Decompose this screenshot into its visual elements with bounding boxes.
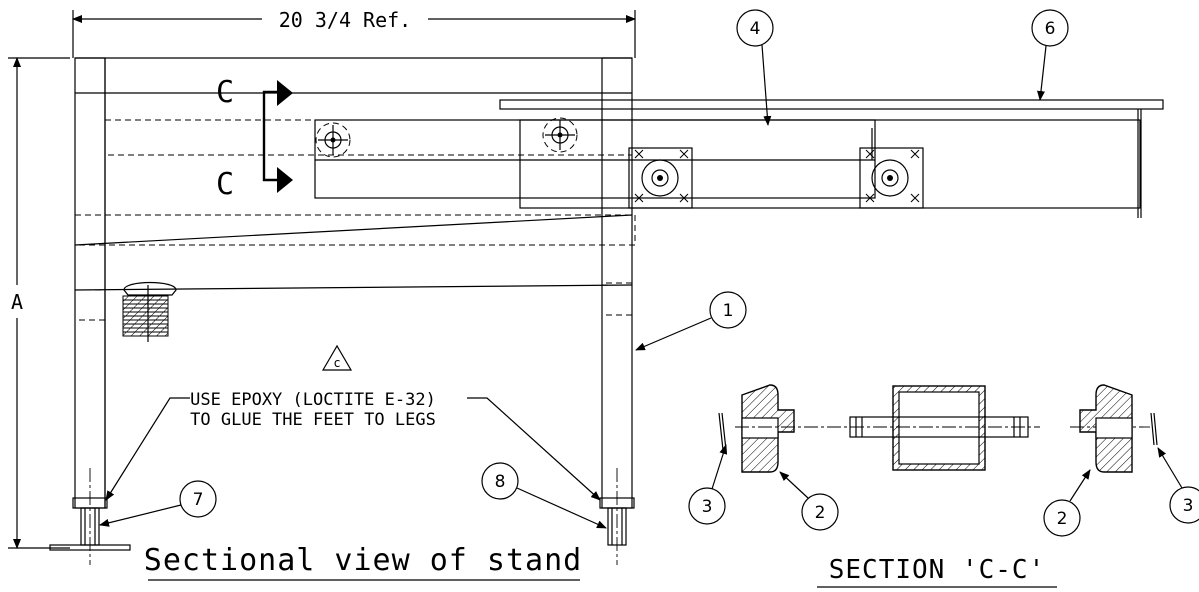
section-cut-marker: C C [216,75,293,202]
svg-text:2: 2 [815,503,826,523]
svg-text:4: 4 [750,19,761,39]
title-sectional-view: Sectional view of stand [144,543,582,581]
note-line-1: USE EPOXY (LOCTITE E-32) [190,390,436,410]
width-dimension-label: 20 3/4 Ref. [279,8,411,32]
section-letter-top: C [216,75,234,110]
balloon-2-right: 2 [1043,469,1091,537]
section-view [718,384,1158,473]
foot-left [49,468,131,565]
svg-text:2: 2 [1057,509,1068,529]
balloon-1: 1 [635,291,747,351]
note-line-2: TO GLUE THE FEET TO LEGS [190,410,436,430]
foot-right [607,468,627,565]
svg-text:6: 6 [1045,19,1056,39]
balloon-3-right: 3 [1157,447,1199,524]
width-dimension: 20 3/4 Ref. [72,8,636,58]
svg-text:8: 8 [495,472,506,492]
section-letter-bottom: C [216,167,234,202]
epoxy-note: c USE EPOXY (LOCTITE E-32) TO GLUE THE F… [105,344,601,501]
balloon-2-left: 2 [779,471,839,531]
title-section: SECTION 'C-C' [817,555,1057,588]
svg-text:3: 3 [1183,496,1194,516]
sectional-view-title: Sectional view of stand [144,543,582,578]
balloon-4: 4 [736,9,774,126]
svg-text:3: 3 [702,497,713,517]
height-dimension: A [8,57,70,549]
section-title: SECTION 'C-C' [829,555,1046,585]
svg-text:7: 7 [193,490,204,510]
svg-text:1: 1 [723,301,734,321]
height-dimension-label: A [11,290,23,314]
balloon-3-left: 3 [688,444,728,525]
note-flag: c [333,356,340,370]
balloon-6: 6 [1031,9,1069,101]
balloon-8: 8 [481,462,607,529]
balloon-7: 7 [99,480,217,527]
roller-arm [314,99,1164,218]
adjustment-knob [122,281,177,342]
